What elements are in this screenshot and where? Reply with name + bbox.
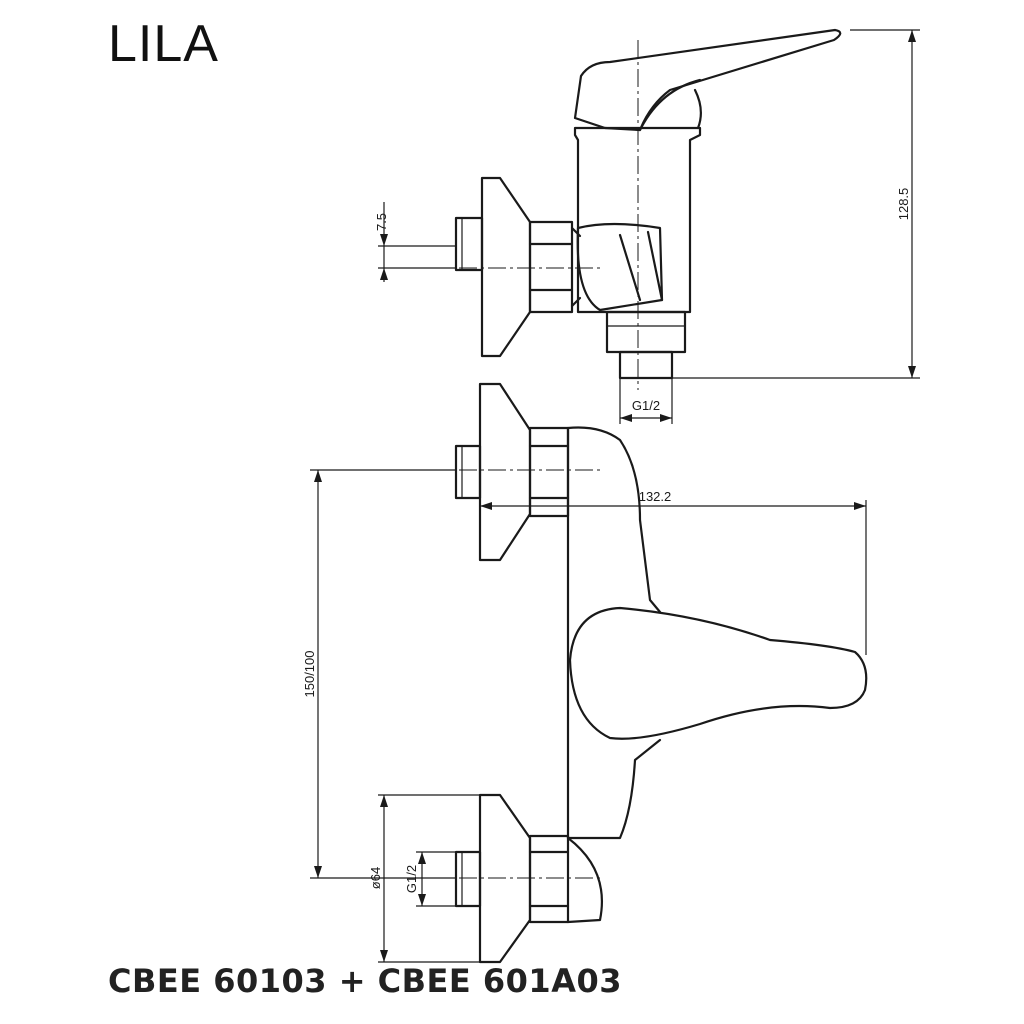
top-body bbox=[573, 126, 702, 314]
dim-total-height-label: 128.5 bbox=[896, 188, 911, 221]
top-lever-handle bbox=[573, 28, 842, 132]
dim-inlet-offset: 7.5 bbox=[374, 202, 456, 282]
top-outlet-nut bbox=[605, 310, 687, 354]
front-view bbox=[430, 382, 868, 964]
dim-centre-spacing-label: 150/100 bbox=[302, 651, 317, 698]
dim-projection: 132.2 bbox=[480, 489, 867, 655]
front-lever bbox=[568, 606, 868, 740]
front-lower-inlet bbox=[454, 850, 482, 908]
front-upper-flange bbox=[478, 382, 532, 562]
dim-flange-diameter-label: ø64 bbox=[368, 867, 383, 889]
dim-total-height: 128.5 bbox=[672, 29, 920, 379]
dim-bottom-thread-label: G1/2 bbox=[632, 398, 660, 413]
dim-centre-spacing: 150/100 bbox=[302, 469, 456, 879]
dim-inlet-thread: G1/2 bbox=[404, 851, 456, 907]
top-flange bbox=[480, 176, 532, 358]
dim-flange-diameter: ø64 bbox=[368, 794, 480, 963]
top-hex-nut bbox=[528, 220, 574, 314]
dim-bottom-thread: G1/2 bbox=[619, 378, 673, 424]
dim-inlet-thread-label: G1/2 bbox=[404, 865, 419, 893]
front-upper-nut bbox=[528, 426, 570, 518]
dim-projection-label: 132.2 bbox=[639, 489, 672, 504]
front-body bbox=[566, 426, 662, 840]
product-codes: CBEE 60103 + CBEE 601A03 bbox=[108, 962, 622, 1000]
dim-inlet-offset-label: 7.5 bbox=[374, 213, 389, 231]
top-outlet-thread bbox=[618, 350, 674, 380]
front-lower-nut bbox=[528, 834, 570, 924]
top-view bbox=[430, 28, 842, 390]
front-upper-inlet bbox=[454, 444, 482, 500]
product-title: LILA bbox=[108, 15, 219, 73]
top-inlet bbox=[454, 216, 484, 272]
